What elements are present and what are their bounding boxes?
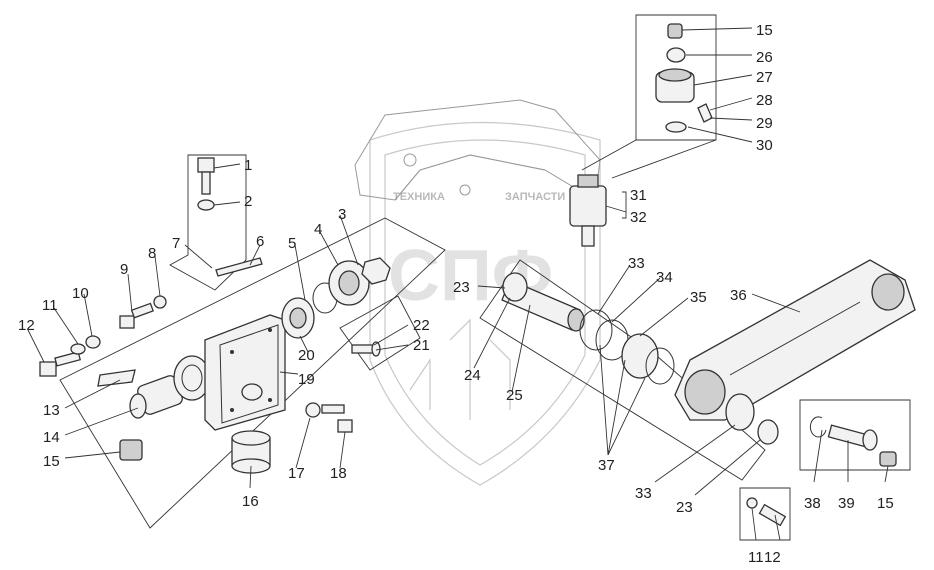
callout-3: 3 xyxy=(338,206,346,223)
callout-34: 34 xyxy=(656,269,673,286)
callout-15c: 15 xyxy=(877,495,894,512)
part-housing-19 xyxy=(204,314,286,431)
part-washer-8 xyxy=(153,295,167,309)
callout-29: 29 xyxy=(756,115,773,132)
callout-12a: 12 xyxy=(18,317,35,334)
part-nipple-15c xyxy=(879,451,897,467)
part-pin-28 xyxy=(697,103,713,123)
callout-10: 10 xyxy=(72,285,89,302)
callout-30: 30 xyxy=(756,137,773,154)
callout-33a: 33 xyxy=(628,255,645,272)
callout-37: 37 xyxy=(598,457,615,474)
callout-36: 36 xyxy=(730,287,747,304)
part-rings-33-34 xyxy=(579,309,675,385)
bracket-31-32 xyxy=(622,191,627,219)
part-washer-17 xyxy=(305,402,321,418)
watermark-logo: ТЕХНИКА ЗАПЧАСТИ СПФ xyxy=(369,121,601,486)
part-rod-36 xyxy=(674,259,916,421)
part-washer-11a xyxy=(70,343,86,355)
callout-11a: 11 xyxy=(42,297,58,314)
callout-15b: 15 xyxy=(756,22,773,39)
watermark-text-left: ТЕХНИКА xyxy=(393,191,445,203)
callout-35: 35 xyxy=(690,289,707,306)
part-nut-3 xyxy=(361,257,391,285)
callout-labels: 1 2 3 4 5 6 7 8 9 10 11 11 12 12 13 14 1… xyxy=(18,22,894,566)
callout-32: 32 xyxy=(630,209,647,226)
callout-11b: 11 xyxy=(748,549,764,566)
callout-2: 2 xyxy=(244,193,252,210)
callout-14: 14 xyxy=(43,429,60,446)
part-bolt-18 xyxy=(321,404,353,433)
callout-9: 9 xyxy=(120,261,128,278)
kit-outlines xyxy=(59,14,911,541)
callout-19: 19 xyxy=(298,371,315,388)
callout-13: 13 xyxy=(43,402,60,419)
part-bolt-39 xyxy=(827,424,878,451)
part-nipple-15a xyxy=(119,439,143,461)
callout-1: 1 xyxy=(244,157,252,174)
callout-12b: 12 xyxy=(764,549,781,566)
part-bolt-12b xyxy=(758,503,787,527)
part-plate-13 xyxy=(97,369,136,387)
callout-25: 25 xyxy=(506,387,523,404)
callout-5: 5 xyxy=(288,235,296,252)
callout-4: 4 xyxy=(314,221,322,238)
callout-33b: 33 xyxy=(635,485,652,502)
part-bushing-33 xyxy=(725,393,755,431)
part-nipple-15b xyxy=(667,23,683,39)
callout-24: 24 xyxy=(464,367,481,384)
frame-bracket xyxy=(354,99,601,201)
part-bearing-20 xyxy=(281,297,315,339)
part-link-7 xyxy=(215,257,263,277)
callout-26: 26 xyxy=(756,49,773,66)
part-bolt-9 xyxy=(119,302,154,329)
callout-23a: 23 xyxy=(453,279,470,296)
callout-17: 17 xyxy=(288,465,305,482)
callout-20: 20 xyxy=(298,347,315,364)
part-washer-30 xyxy=(665,121,687,133)
callout-27: 27 xyxy=(756,69,773,86)
callout-6: 6 xyxy=(256,233,264,250)
callout-8: 8 xyxy=(148,245,156,262)
callout-21: 21 xyxy=(413,337,430,354)
part-bolt-1 xyxy=(197,157,215,195)
callout-7: 7 xyxy=(172,235,180,252)
leader-lines xyxy=(27,27,889,541)
part-washer-2 xyxy=(197,199,215,211)
part-sleeve-27 xyxy=(655,68,695,103)
callout-16: 16 xyxy=(242,493,259,510)
callout-15a: 15 xyxy=(43,453,60,470)
part-housing-31 xyxy=(569,174,607,247)
part-bearing-4 xyxy=(328,260,370,306)
callout-18: 18 xyxy=(330,465,347,482)
part-circlip-38 xyxy=(809,416,827,438)
callout-23b: 23 xyxy=(676,499,693,516)
callout-28: 28 xyxy=(756,92,773,109)
part-nut-26 xyxy=(666,47,686,63)
callout-31: 31 xyxy=(630,187,647,204)
callout-22: 22 xyxy=(413,317,430,334)
callout-39: 39 xyxy=(838,495,855,512)
callout-38: 38 xyxy=(804,495,821,512)
part-bolt-12a xyxy=(39,351,82,377)
watermark-text-right: ЗАПЧАСТИ xyxy=(505,191,565,203)
part-washer-11b xyxy=(746,497,758,509)
part-plate-23b xyxy=(757,419,779,445)
part-pin-14 xyxy=(129,375,183,419)
part-washer-10 xyxy=(85,335,101,349)
